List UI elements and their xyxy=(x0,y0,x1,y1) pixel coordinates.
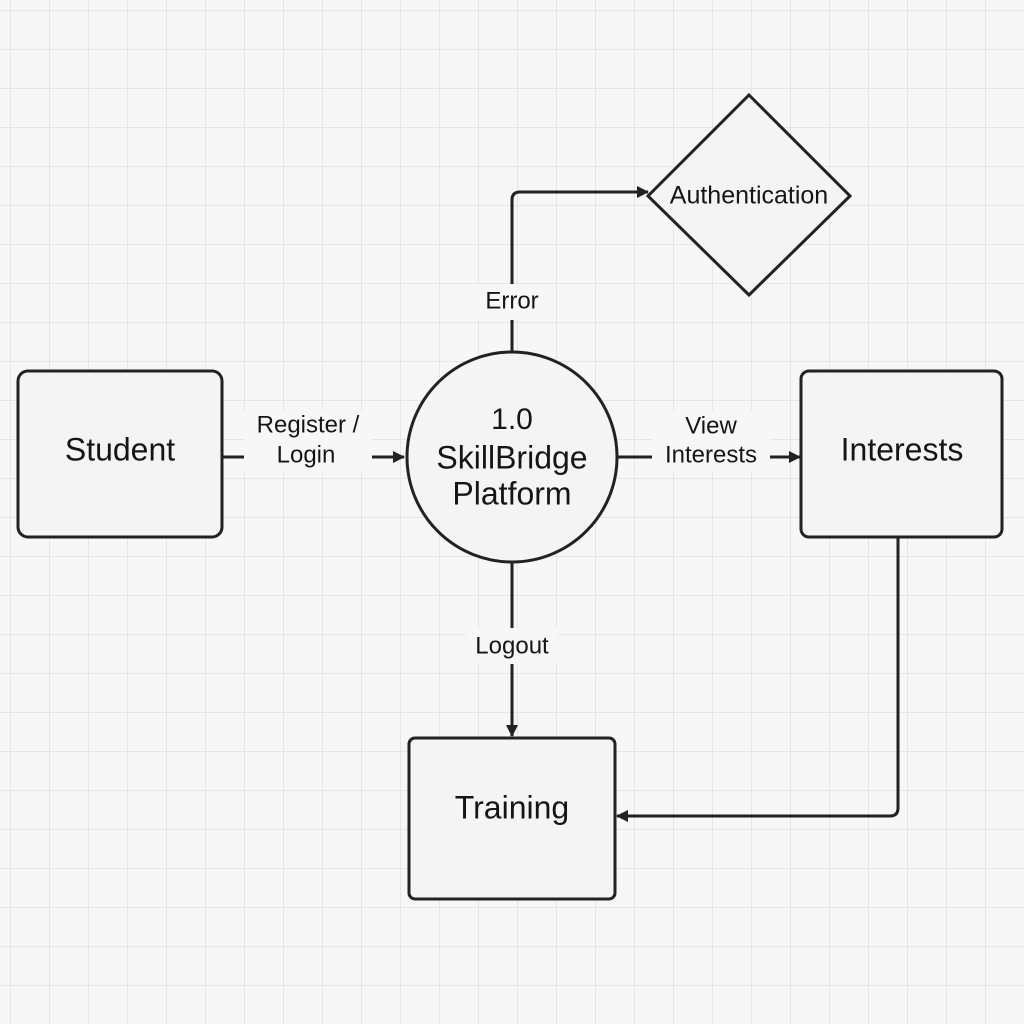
node-training[interactable]: Training xyxy=(407,736,617,901)
student-label: Student xyxy=(65,431,175,467)
view-interests-label-line1: View xyxy=(685,412,737,439)
interests-label: Interests xyxy=(841,431,964,467)
edge-interests-to-training xyxy=(616,538,900,822)
authentication-label: Authentication xyxy=(670,182,828,210)
edge-view-interests: View Interests xyxy=(617,410,801,472)
register-login-label-bg xyxy=(244,410,372,472)
register-login-label-line1: Register / xyxy=(257,411,360,438)
training-label: Training xyxy=(455,789,569,825)
node-interests[interactable]: Interests xyxy=(799,369,1004,539)
interests-entity-box[interactable] xyxy=(799,369,1004,539)
view-interests-label-bg xyxy=(652,410,770,472)
edge-register-login: Register / Login xyxy=(222,410,405,472)
node-student[interactable]: Student xyxy=(16,369,224,539)
process-number: 1.0 xyxy=(491,403,533,436)
student-entity-box[interactable] xyxy=(16,369,224,539)
edge-logout: Logout xyxy=(466,562,558,737)
process-name-line2: Platform xyxy=(452,475,571,511)
node-authentication[interactable]: Authentication xyxy=(645,92,853,298)
edge-error: Error xyxy=(476,186,649,352)
view-interests-label-line2: Interests xyxy=(665,441,757,468)
process-name-line1: SkillBridge xyxy=(436,439,587,475)
authentication-diamond[interactable] xyxy=(645,92,853,298)
logout-label-bg xyxy=(466,628,558,664)
error-arrow xyxy=(510,186,649,352)
error-label: Error xyxy=(485,287,538,314)
training-entity-box[interactable] xyxy=(407,736,617,901)
process-circle[interactable] xyxy=(405,350,619,564)
logout-label: Logout xyxy=(475,632,549,659)
node-process[interactable]: 1.0 SkillBridge Platform xyxy=(405,350,619,564)
error-label-bg xyxy=(476,284,548,320)
interests-to-training-arrow xyxy=(616,538,900,822)
register-login-label-line2: Login xyxy=(277,441,336,468)
